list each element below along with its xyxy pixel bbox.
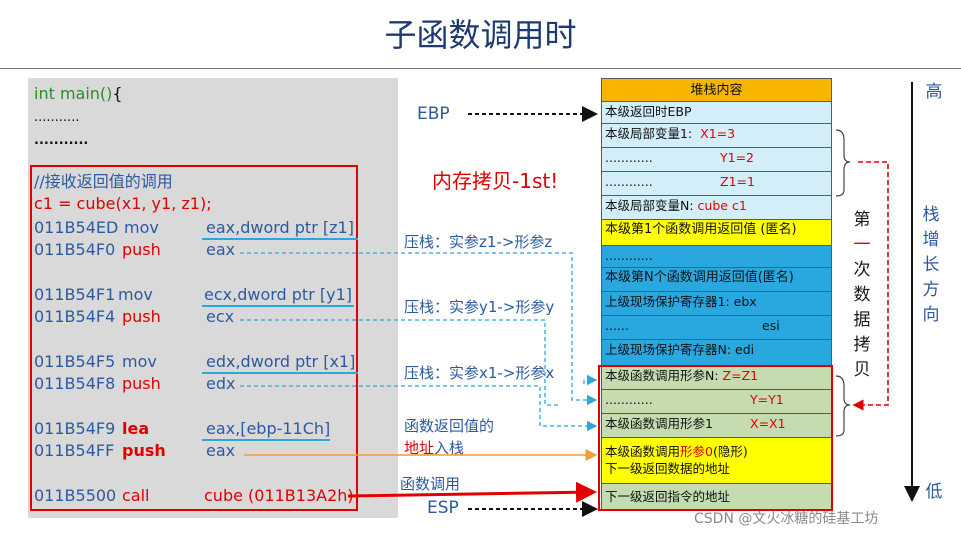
first-copy-char: 一 bbox=[853, 235, 871, 255]
asm-address: 011B54F0 bbox=[34, 240, 116, 259]
stack-cell: 上级现场保护寄存器1: ebx bbox=[601, 292, 832, 316]
operand-underline bbox=[202, 238, 358, 240]
stack-cell: ............Y=Y1 bbox=[601, 390, 832, 414]
operand-underline bbox=[202, 305, 354, 307]
stack-header: 堆栈内容 bbox=[601, 78, 832, 102]
asm-opcode: mov bbox=[122, 352, 157, 371]
first-copy-char: 拷 bbox=[853, 335, 871, 355]
page-title: 子函数调用时 bbox=[384, 16, 577, 54]
esp-label: ESP bbox=[427, 498, 459, 518]
asm-operand: ecx,dword ptr [y1] bbox=[204, 285, 352, 304]
asm-operand: edx bbox=[206, 374, 236, 393]
push-y-label: 压栈：实参y1->形参y bbox=[404, 298, 555, 316]
code-call-expression: c1 = cube(x1, y1, z1); bbox=[34, 194, 212, 213]
grow-direction-char: 长 bbox=[922, 255, 940, 275]
grow-direction-char: 方 bbox=[922, 280, 940, 300]
first-copy-char: 数 bbox=[853, 285, 871, 305]
stack-cell: 本级第1个函数调用返回值 (匿名) bbox=[601, 220, 832, 246]
high-label: 高 bbox=[925, 82, 943, 102]
code-panel bbox=[28, 78, 398, 518]
asm-address: 011B54ED bbox=[34, 218, 119, 237]
asm-operand: eax,dword ptr [z1] bbox=[206, 218, 354, 237]
code-ellipsis: ........... bbox=[34, 110, 80, 125]
asm-opcode: mov bbox=[118, 285, 153, 304]
stack-cell: 本级第N个函数调用返回值(匿名) bbox=[601, 268, 832, 292]
code-main-signature: int main(){ bbox=[34, 84, 123, 103]
asm-opcode: push bbox=[122, 240, 161, 259]
asm-address: 011B5500 bbox=[34, 486, 117, 505]
grow-direction-char: 栈 bbox=[922, 205, 940, 225]
stack-cell: ............Z1=1 bbox=[601, 172, 832, 196]
first-copy-char: 贝 bbox=[853, 360, 871, 380]
call-highlight-box bbox=[30, 165, 358, 511]
first-copy-char: 第 bbox=[853, 210, 871, 230]
param-highlight-box bbox=[598, 365, 833, 511]
return-address-label: 函数返回值的 bbox=[404, 417, 495, 435]
asm-address: 011B54F1 bbox=[34, 285, 116, 304]
push-z-arrow bbox=[240, 252, 598, 406]
asm-operand: cube (011B13A2h) bbox=[204, 486, 354, 505]
stack-cell: 本级函数调用形参0(隐形)下一级返回数据的地址 bbox=[601, 438, 832, 484]
asm-address: 011B54F4 bbox=[34, 307, 116, 326]
stack-cell: ............ bbox=[601, 246, 832, 268]
push-y-arrow bbox=[240, 319, 560, 406]
memory-copy-label: 内存拷贝-1st! bbox=[432, 169, 559, 193]
asm-opcode: push bbox=[122, 307, 161, 326]
grow-direction-char: 增 bbox=[922, 230, 940, 250]
code-ellipsis: ........... bbox=[34, 133, 89, 148]
first-copy-char: 据 bbox=[853, 310, 871, 330]
first-copy-char: 次 bbox=[853, 260, 871, 280]
asm-operand: eax,[ebp-11Ch] bbox=[206, 419, 331, 438]
asm-address: 011B54F9 bbox=[34, 419, 116, 438]
stack-cell: 本级局部变量N: cube c1 bbox=[601, 196, 832, 220]
ebp-label: EBP bbox=[417, 104, 450, 124]
locals-brace bbox=[835, 129, 851, 197]
operand-underline bbox=[202, 372, 358, 374]
asm-opcode: push bbox=[122, 374, 161, 393]
return-address-label-2: 地址入栈 bbox=[404, 439, 465, 457]
asm-operand: eax bbox=[206, 240, 236, 259]
stack-cell: ......esi bbox=[601, 316, 832, 340]
push-x-label: 压栈：实参x1->形参x bbox=[404, 364, 555, 382]
push-z-label: 压栈：实参z1->形参z bbox=[404, 233, 553, 251]
call-arrow bbox=[347, 481, 597, 503]
title-divider bbox=[0, 68, 961, 69]
asm-operand: eax bbox=[206, 441, 236, 460]
stack-cell: 本级局部变量1: X1=3 bbox=[601, 124, 832, 148]
asm-address: 011B54F8 bbox=[34, 374, 116, 393]
asm-operand: edx,dword ptr [x1] bbox=[206, 352, 356, 371]
operand-underline bbox=[202, 439, 330, 441]
push-x-arrow bbox=[240, 385, 598, 432]
asm-address: 011B54F5 bbox=[34, 352, 116, 371]
low-label: 低 bbox=[925, 482, 943, 502]
stack-cell: 本级函数调用形参N: Z=Z1 bbox=[601, 366, 832, 390]
first-copy-arrow bbox=[852, 161, 889, 411]
asm-opcode: lea bbox=[122, 419, 150, 438]
asm-address: 011B54FF bbox=[34, 441, 115, 460]
grow-direction-char: 向 bbox=[922, 305, 940, 325]
push-arrow-head bbox=[583, 374, 598, 386]
params-brace bbox=[835, 375, 851, 437]
function-call-label: 函数调用 bbox=[400, 475, 461, 493]
asm-opcode: mov bbox=[124, 218, 159, 237]
asm-operand: ecx bbox=[206, 307, 235, 326]
stack-cell: ............Y1=2 bbox=[601, 148, 832, 172]
stack-cell: 本级返回时EBP bbox=[601, 102, 832, 124]
asm-opcode: call bbox=[122, 486, 150, 505]
watermark: CSDN @文火冰糖的硅基工坊 bbox=[694, 511, 879, 527]
asm-opcode: push bbox=[122, 441, 166, 460]
code-comment: //接收返回值的调用 bbox=[34, 172, 173, 191]
